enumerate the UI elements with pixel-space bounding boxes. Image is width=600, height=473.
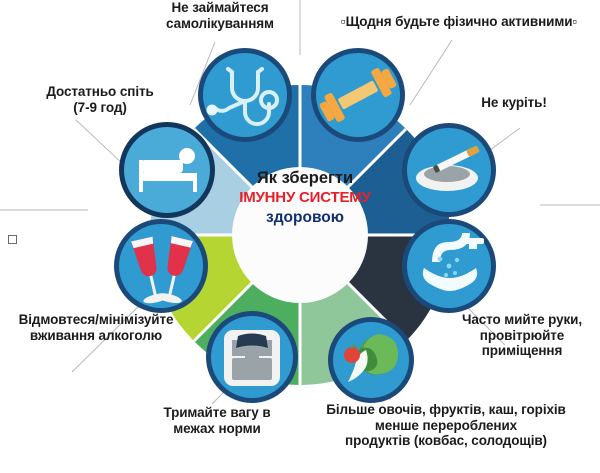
center-title: Як зберегти ІМУННУ СИСТЕМУ здоровою	[228, 168, 382, 227]
center-disc	[232, 167, 368, 303]
missing-glyph-artifact	[8, 235, 17, 244]
ashtray-cigarette-icon	[416, 146, 480, 191]
icon-circle-sleep[interactable]	[119, 122, 215, 218]
icon-circle-hand-washing[interactable]	[402, 219, 496, 313]
icon-circle-physical-activity[interactable]	[311, 48, 405, 142]
vegetables-icon	[344, 334, 398, 382]
water-droplets-icon	[437, 256, 460, 277]
label-sleep: Достатньо спіть (7-9 год)	[46, 84, 154, 115]
icon-circle-self-medication[interactable]	[198, 48, 292, 142]
stethoscope-diaphragm-icon	[206, 104, 218, 116]
label-healthy-weight: Тримайте вагу в межах норми	[163, 405, 271, 436]
icon-circle-no-smoking[interactable]	[402, 123, 496, 217]
icon-circle-healthy-weight[interactable]	[206, 311, 298, 403]
label-self-medication: Не займайтеся самолікуванням	[166, 0, 274, 31]
label-hand-washing: Часто мийте руки, провітрюйте приміщення	[461, 312, 583, 359]
connector-self-medication	[189, 41, 216, 106]
icon-circle-healthy-food[interactable]	[328, 317, 414, 403]
label-alcohol: Відмовтеся/мінімізуйте вживання алкоголю	[18, 312, 174, 343]
wine-glasses-icon	[131, 236, 193, 304]
center-title-line-3: здоровою	[266, 208, 344, 226]
faucet-handwash-icon	[422, 233, 484, 291]
label-physical-activity: ▫Щодня будьте фізично активними▫	[340, 14, 578, 29]
label-no-smoking: Не куріть!	[481, 95, 547, 110]
icon-circle-alcohol[interactable]	[114, 219, 208, 313]
dumbbell-icon	[319, 68, 397, 122]
center-title-line-1: Як зберегти	[256, 169, 354, 187]
connector-physical-activity	[409, 39, 453, 106]
scale-display-icon	[236, 333, 268, 348]
center-title-line-2: ІМУННУ СИСТЕМУ	[239, 188, 371, 206]
label-healthy-food: Більше овочів, фруктів, каш, горіхів мен…	[326, 402, 566, 449]
stethoscope-bell-icon	[259, 90, 279, 110]
weight-scale-icon	[224, 330, 280, 386]
connector-alcohol	[71, 299, 146, 373]
bed-icon	[139, 148, 197, 192]
